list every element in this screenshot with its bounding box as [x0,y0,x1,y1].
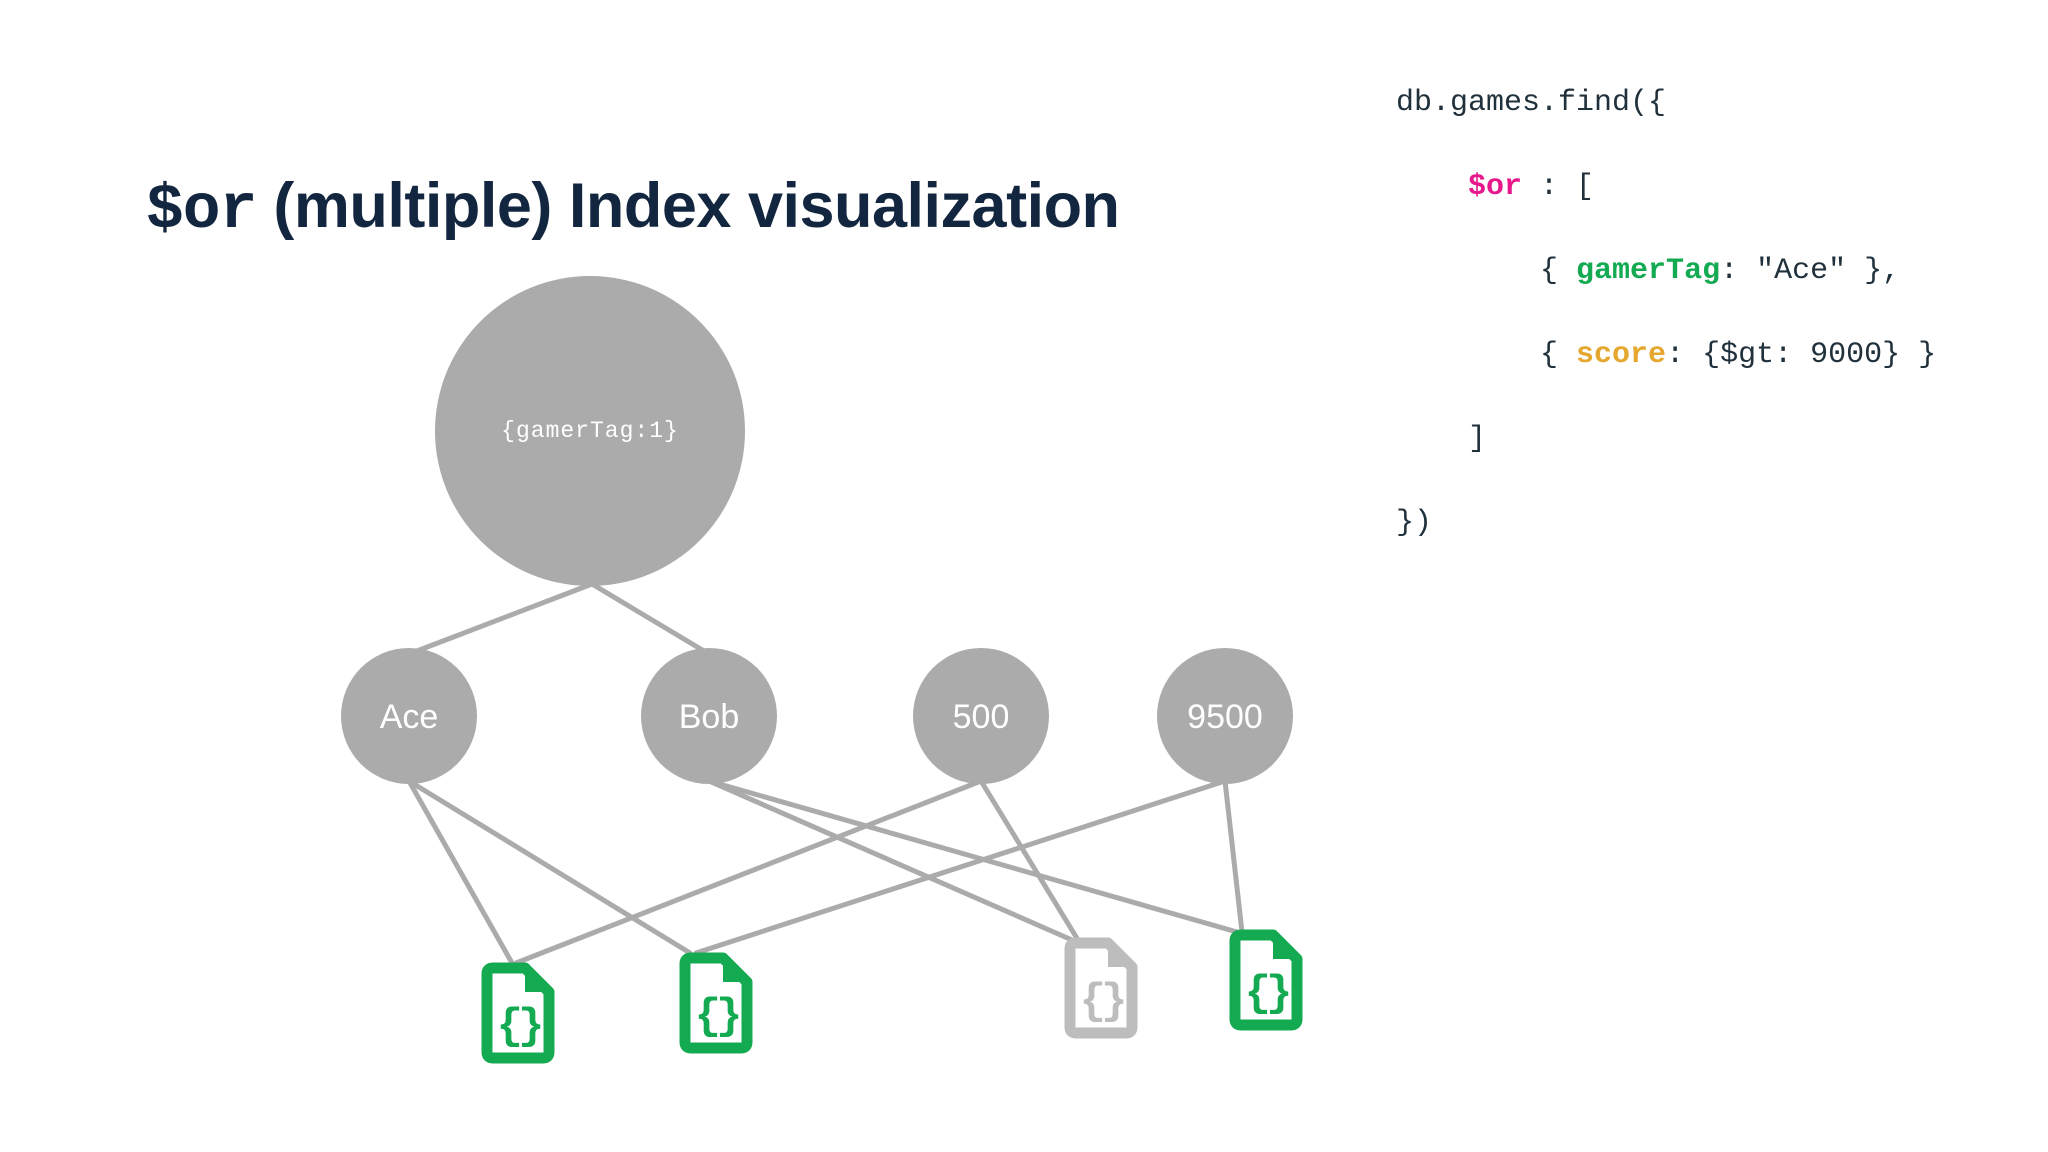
graph-edge [1222,778,1245,935]
index-key-node-label: 9500 [1187,698,1263,736]
document-icon-unmatched[interactable]: {} [1064,937,1138,1039]
graph-edge [706,778,1075,943]
document-icon-matched[interactable]: {} [1229,929,1303,1031]
document-fold-corner [1108,943,1132,967]
code-line: { gamerTag: "Ace" }, [1396,250,1936,292]
document-outline [1229,929,1303,1031]
code-token-plain: db.games.find({ [1396,86,1667,120]
json-braces-icon: {} [1080,977,1124,1027]
code-token-plain: { [1540,254,1577,288]
index-key-node-bob[interactable] [641,648,777,784]
document-fold-corner [723,958,747,982]
document-outline [679,952,753,1054]
code-line: $or : [ [1396,166,1936,208]
index-key-node-9500[interactable] [1157,648,1293,784]
json-braces-icon: {} [1245,969,1289,1019]
nodes-layer: {gamerTag:1} Ace Bob 500 9500 [341,276,1293,784]
code-line: db.games.find({ [1396,82,1936,124]
graph-edge [589,581,712,657]
graph-edge [513,778,984,966]
code-token-field-gold: score [1576,338,1667,372]
graph-edge [406,581,595,657]
graph-edge [978,778,1081,943]
json-braces-icon: {} [695,992,739,1042]
code-token-plain: : [ [1522,170,1595,204]
query-code-block: db.games.find({ $or : [ { gamerTag: "Ace… [1396,82,1936,544]
code-line: ] [1396,418,1936,460]
index-key-node-label: Ace [380,698,439,736]
index-key-node-ace[interactable] [341,648,477,784]
index-key-node-label: 500 [953,698,1010,736]
graph-edge [406,778,515,966]
json-braces-icon: {} [497,1002,541,1052]
document-icon-matched[interactable]: {} [481,962,555,1064]
page-title-rest: (multiple) Index visualization [256,171,1120,242]
page-title: $or (multiple) Index visualization [146,170,1120,247]
index-root-node-label: {gamerTag:1} [501,418,679,444]
code-token-plain: : "Ace" }, [1720,254,1901,288]
document-outline [1064,937,1138,1039]
code-line: { score: {$gt: 9000} } [1396,334,1936,376]
code-token-field-green: gamerTag [1576,254,1721,288]
index-key-node-label: Bob [679,698,740,736]
document-fold-corner [525,968,549,992]
document-icon-matched[interactable]: {} [679,952,753,1054]
graph-edge [706,778,1240,935]
document-fold-corner [1273,935,1297,959]
edges-layer [406,581,1245,966]
index-root-node[interactable] [435,276,745,586]
document-outline [481,962,555,1064]
code-token-plain: ] [1468,422,1487,456]
code-token-or: $or [1468,170,1523,204]
index-key-node-500[interactable] [913,648,1049,784]
code-line: }) [1396,502,1936,544]
page-title-operator: $or [146,175,257,247]
graph-edge [693,778,1228,956]
code-token-plain: }) [1396,506,1433,540]
graph-edge [406,778,693,956]
code-token-plain: : {$gt: 9000} } [1666,338,1937,372]
documents-layer: {} {} {} {} [481,929,1303,1064]
code-token-plain: { [1540,338,1577,372]
